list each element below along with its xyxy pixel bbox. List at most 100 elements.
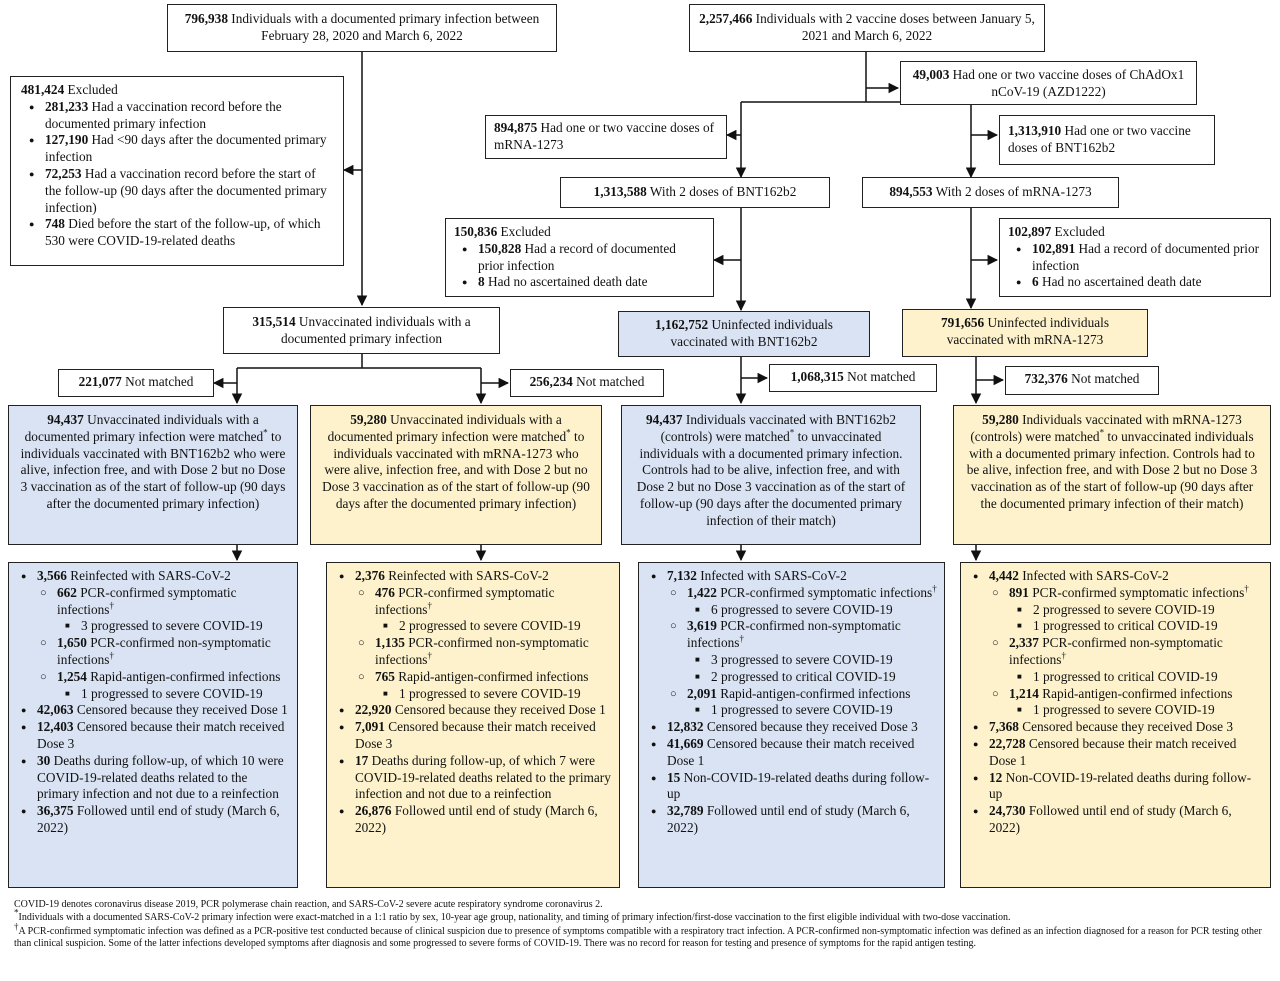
item-text: Non-COVID-19-related deaths during follo…: [989, 769, 1252, 802]
item-count: 72,253: [45, 165, 82, 181]
item-text: Censored because they received Dose 1: [391, 702, 606, 718]
item-text: 1 progressed to severe COVID-19: [399, 685, 581, 701]
list-item: 15 Non-COVID-19-related deaths during fo…: [643, 770, 938, 804]
item-count: 3,566: [37, 568, 67, 583]
list-item: 1 progressed to severe COVID-19: [13, 686, 291, 703]
item-count: 36,375: [37, 803, 74, 819]
list-item: 2,337 PCR-confirmed non-symptomatic infe…: [965, 635, 1264, 669]
footnote-marker: †: [739, 633, 744, 644]
box-matched-controls-bnt: 94,437 Individuals vaccinated with BNT16…: [621, 405, 921, 545]
item-count: 1,650: [57, 635, 87, 651]
list-item: 72,253 Had a vaccination record before t…: [21, 166, 335, 216]
list-item: 891 PCR-confirmed symptomatic infections…: [965, 583, 1264, 602]
item-text: Rapid-antigen-confirmed infections: [1038, 685, 1233, 701]
item-count: 7,368: [989, 719, 1019, 735]
list-item: 1,422 PCR-confirmed symptomatic infectio…: [643, 584, 938, 602]
item-text: Followed until end of study (March 6, 20…: [667, 803, 910, 835]
item-text: Infected with SARS-CoV-2: [696, 568, 847, 583]
item-text: Censored because their match received Do…: [989, 735, 1237, 768]
item-text: PCR-confirmed symptomatic infections: [375, 584, 555, 617]
box-bnt-two-doses: 1,313,588 With 2 doses of BNT162b2: [560, 177, 830, 208]
list-item: 7,091 Censored because their match recei…: [331, 719, 613, 753]
list-item: 476 PCR-confirmed symptomatic infections…: [331, 585, 613, 619]
item-count: 15: [667, 769, 681, 785]
item-text: Deaths during follow-up, of which 10 wer…: [37, 752, 284, 802]
list-item: 8 Had no ascertained death date: [454, 274, 705, 291]
list-item: 2 progressed to severe COVID-19: [965, 602, 1264, 619]
box-outcomes-unvaccinated-bnt: 3,566 Reinfected with SARS-CoV-2662 PCR-…: [8, 562, 298, 888]
box-primary-infection-cohort: 796,938 Individuals with a documented pr…: [167, 4, 557, 52]
list-item: 281,233 Had a vaccination record before …: [21, 99, 335, 133]
list-item: 42,063 Censored because they received Do…: [13, 702, 291, 719]
box-chadox-excluded: 49,003 Had one or two vaccine doses of C…: [900, 61, 1197, 105]
item-text: Rapid-antigen-confirmed infections: [86, 668, 281, 684]
list-item: 765 Rapid-antigen-confirmed infections: [331, 669, 613, 686]
item-text: Censored because their match received Do…: [667, 735, 915, 768]
item-text: Died before the start of the follow-up, …: [45, 216, 321, 249]
item-text: PCR-confirmed symptomatic infections: [57, 584, 237, 617]
item-text: Had no ascertained death date: [484, 274, 648, 290]
list-item: 17 Deaths during follow-up, of which 7 w…: [331, 753, 613, 803]
item-count: 748: [45, 216, 65, 232]
box-uninfected-mrna: 791,656 Uninfected individuals vaccinate…: [902, 309, 1148, 357]
box-matched-controls-mrna: 59,280 Individuals vaccinated with mRNA-…: [953, 405, 1271, 545]
item-count: 32,789: [667, 803, 704, 819]
list-item: 3,619 PCR-confirmed non-symptomatic infe…: [643, 618, 938, 652]
list-item: 2,376 Reinfected with SARS-CoV-2: [331, 568, 613, 585]
list-item: 1 progressed to severe COVID-19: [965, 702, 1264, 719]
item-text: Had a record of documented prior infecti…: [478, 240, 676, 273]
box-outcomes-bnt-controls: 7,132 Infected with SARS-CoV-21,422 PCR-…: [638, 562, 945, 888]
box-not-matched-2: 256,234 Not matched: [510, 369, 664, 397]
item-text: PCR-confirmed non-symptomatic infections: [1009, 635, 1223, 667]
item-count: 765: [375, 668, 395, 684]
list-item: 7,368 Censored because they received Dos…: [965, 719, 1264, 736]
item-count: 12,832: [667, 719, 704, 735]
list-item: 12,403 Censored because their match rece…: [13, 719, 291, 753]
item-count: 22,728: [989, 735, 1026, 751]
item-text: Had a vaccination record before the docu…: [45, 98, 282, 131]
item-text: Rapid-antigen-confirmed infections: [394, 668, 589, 684]
list-item: 102,891 Had a record of documented prior…: [1008, 241, 1262, 275]
footnote-marker: †: [1061, 650, 1066, 661]
item-text: 1 progressed to critical COVID-19: [1033, 668, 1218, 684]
item-text: PCR-confirmed symptomatic infections: [1028, 584, 1245, 600]
list-item: 3 progressed to severe COVID-19: [13, 618, 291, 635]
item-text: Infected with SARS-CoV-2: [1018, 568, 1169, 583]
box-not-matched-1: 221,077 Not matched: [58, 369, 214, 397]
box-bnt-any-dose: 1,313,910 Had one or two vaccine doses o…: [999, 115, 1215, 165]
item-text: 1 progressed to severe COVID-19: [711, 702, 893, 718]
footnote-matching: *Individuals with a documented SARS-CoV-…: [14, 907, 1011, 923]
list-item: 3 progressed to severe COVID-19: [643, 652, 938, 669]
list-item: 1 progressed to critical COVID-19: [965, 618, 1264, 635]
box-not-matched-3: 1,068,315 Not matched: [769, 364, 937, 392]
item-count: 1,135: [375, 635, 405, 651]
list-item: 127,190 Had <90 days after the documente…: [21, 132, 335, 166]
footnote-marker: †: [427, 650, 432, 661]
list-item: 1,214 Rapid-antigen-confirmed infections: [965, 686, 1264, 703]
item-count: 26,876: [355, 803, 392, 819]
item-count: 476: [375, 584, 395, 600]
list-item: 12 Non-COVID-19-related deaths during fo…: [965, 770, 1264, 804]
item-count: 662: [57, 584, 77, 600]
list-item: 41,669 Censored because their match rece…: [643, 736, 938, 770]
footnote-marker: †: [109, 650, 114, 661]
footnote-marker: †: [109, 600, 114, 611]
list-item: 2 progressed to critical COVID-19: [643, 669, 938, 686]
list-item: 30 Deaths during follow-up, of which 10 …: [13, 753, 291, 803]
footnote-marker: †: [1244, 583, 1249, 594]
item-text: Had <90 days after the documented primar…: [45, 132, 327, 165]
footnote-abbreviations: COVID-19 denotes coronavirus disease 201…: [14, 899, 603, 910]
item-count: 127,190: [45, 132, 89, 148]
item-text: Censored because they received Dose 3: [1018, 719, 1234, 735]
footnote-definitions: †A PCR-confirmed symptomatic infection w…: [14, 921, 1262, 950]
list-item: 3,566 Reinfected with SARS-CoV-2: [13, 568, 291, 585]
box-not-matched-4: 732,376 Not matched: [1005, 366, 1159, 395]
item-count: 150,828: [478, 240, 522, 256]
box-excluded-unvaccinated: 481,424 Excluded 281,233 Had a vaccinati…: [10, 76, 344, 266]
list-item: 32,789 Followed until end of study (Marc…: [643, 803, 938, 837]
list-item: 24,730 Followed until end of study (Marc…: [965, 803, 1264, 837]
item-text: Had a vaccination record before the star…: [45, 165, 327, 215]
item-text: Followed until end of study (March 6, 20…: [355, 803, 598, 835]
item-count: 22,920: [355, 702, 392, 718]
item-text: 1 progressed to severe COVID-19: [1033, 702, 1215, 718]
